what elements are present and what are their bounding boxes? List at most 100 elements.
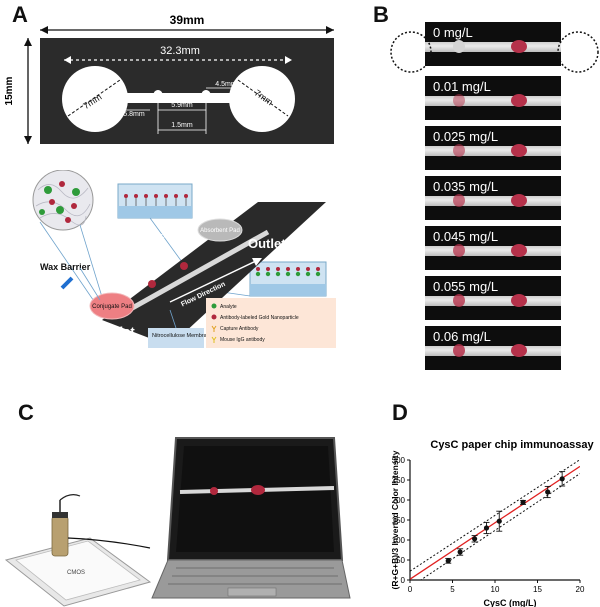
x-tick-label: 5: [450, 585, 455, 594]
strip-concentration-label: 0.035 mg/L: [433, 179, 499, 194]
channel-cutout: [118, 93, 242, 103]
strip-end-circles: [390, 31, 599, 73]
seg-right-label: 4.5mm: [215, 81, 237, 88]
data-point: [472, 536, 478, 542]
strip-band: [425, 246, 561, 256]
data-point: [445, 558, 451, 564]
device-schematic: Absorbent Pad Conjugate Pad Flow Directi…: [32, 170, 336, 348]
strip-concentration-label: 0.025 mg/L: [433, 129, 499, 144]
test-line-dot: [453, 40, 465, 53]
legend-gold-np: Antibody-labeled Gold Nanoparticle: [220, 315, 299, 321]
height-label: 15mm: [4, 76, 15, 105]
x-tick-label: 15: [533, 585, 542, 594]
panel-label-b: B: [373, 2, 389, 27]
light-box-screen-text: CMOS: [67, 570, 85, 576]
test-strip: 0.045 mg/L: [425, 226, 561, 270]
control-line-dot: [511, 244, 527, 257]
wax-barrier-label: Wax Barrier: [40, 262, 91, 272]
test-strip: 0.055 mg/L: [425, 276, 561, 320]
strip-concentration-label: 0 mg/L: [433, 25, 473, 40]
chart-ylabel: (R+G+B)/3 Inverted Color Intensity: [390, 450, 400, 589]
chip-dimension-drawing: 39mm 15mm 32.3mm 7mm 7mm 5.8mm 5.9mm 4.5…: [4, 13, 334, 144]
data-point: [520, 499, 526, 505]
panel-label-d: D: [392, 400, 408, 425]
y-tick-label: 250: [392, 476, 406, 485]
legend-analyte: Analyte: [220, 304, 237, 310]
width-bottom-label: 1.5mm: [171, 122, 193, 129]
test-strip: 0.01 mg/L: [425, 76, 561, 120]
strip-concentration-label: 0.045 mg/L: [433, 229, 499, 244]
test-strip: 0.06 mg/L: [425, 326, 561, 370]
c-point-dot: [180, 262, 188, 270]
usb-cable: [67, 537, 151, 549]
test-line-dot: [453, 194, 465, 207]
c-point-label: C point: [154, 233, 176, 240]
test-line-dot: [453, 344, 465, 357]
confidence-band-line: [410, 460, 580, 572]
right-pad-hole: [229, 66, 295, 132]
strip-concentration-label: 0.055 mg/L: [433, 279, 499, 294]
fit-line: [410, 465, 580, 580]
x-tick-label: 20: [576, 585, 585, 594]
t-point-label: T point: [134, 265, 155, 272]
data-point: [457, 549, 463, 555]
chart-xlabel: CysC (mg/L): [483, 598, 536, 607]
laptop-keyboard: [151, 559, 351, 599]
y-tick-label: 300: [392, 456, 406, 465]
y-tick-label: 0: [401, 576, 406, 585]
outlet-label: Outlet: [248, 236, 286, 251]
legend-capture-ab: Capture Antibody: [220, 326, 259, 332]
reader-setup-illustration: CMOS: [4, 437, 351, 607]
control-line-dot: [511, 344, 527, 357]
control-line-dot: [511, 294, 527, 307]
y-tick-label: 150: [392, 516, 406, 525]
data-point: [496, 518, 502, 524]
test-strip: 0 mg/L: [425, 22, 561, 66]
right-end-circle: [557, 31, 599, 73]
panel-label-a: A: [12, 2, 28, 27]
control-line-dot: [511, 144, 527, 157]
test-line-dot: [453, 94, 465, 107]
chart-title: CysC paper chip immunoassay: [430, 439, 594, 451]
y-tick-label: 100: [392, 536, 406, 545]
panel-label-c: C: [18, 400, 34, 425]
absorbent-pad: [197, 218, 243, 242]
left-end-circle: [390, 31, 432, 73]
strip-concentration-label: 0.06 mg/L: [433, 329, 491, 344]
usb-microscope: [51, 515, 69, 557]
data-point: [545, 489, 551, 495]
control-line-dot: [511, 194, 527, 207]
control-line-dot: [511, 94, 527, 107]
wax-barrier-bar: [60, 276, 74, 290]
strip-concentration-label: 0.01 mg/L: [433, 79, 491, 94]
membrane-box: [148, 328, 204, 348]
strip-band: [425, 196, 561, 206]
x-tick-label: 0: [408, 585, 413, 594]
conjugate-pad-label: Conjugate Pad: [92, 304, 132, 310]
c-node-cutout: [201, 90, 211, 102]
seg-left-label: 5.8mm: [123, 111, 145, 118]
absorbent-pad-label: Absorbent Pad: [200, 228, 240, 234]
control-line-dot: [511, 40, 527, 53]
total-length-label: 39mm: [170, 13, 205, 27]
left-pad-hole: [62, 66, 128, 132]
y-tick-label: 200: [392, 496, 406, 505]
test-line-dot: [453, 294, 465, 307]
t-node-cutout: [153, 90, 163, 102]
legend-box: [206, 298, 336, 348]
inlet-label: Inlet: [108, 324, 135, 339]
confidence-band-line: [419, 473, 580, 580]
data-point: [483, 525, 490, 531]
seg-mid-label: 5.9mm: [171, 102, 193, 109]
x-tick-label: 10: [491, 585, 500, 594]
membrane-label: Nitrocellulose Membrane: [152, 333, 213, 339]
strip-band: [425, 296, 561, 306]
data-point: [559, 476, 565, 482]
strip-band: [425, 146, 561, 156]
legend-mouse-igg: Mouse IgG antibody: [220, 337, 265, 343]
strip-band: [425, 96, 561, 106]
strip-band: [425, 42, 561, 52]
test-line-dot: [453, 244, 465, 257]
test-strip: 0.035 mg/L: [425, 176, 561, 220]
conjugate-pad: [89, 292, 135, 320]
